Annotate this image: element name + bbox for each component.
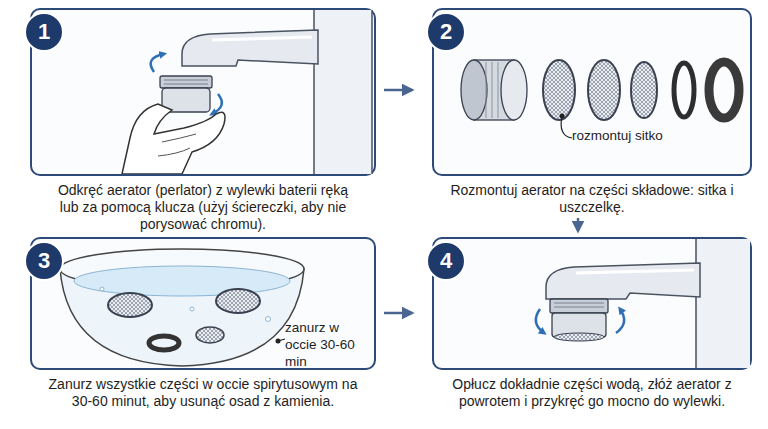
aerator-housing-part	[486, 62, 498, 118]
soaking-parts	[100, 287, 271, 350]
faucet-body-part	[314, 10, 372, 174]
faucet-body-part	[182, 30, 318, 66]
sieve-part	[543, 60, 575, 120]
rotation-arrow-part	[616, 309, 624, 333]
leader-line-part	[561, 116, 572, 138]
rotation-arrow	[536, 309, 624, 333]
reassemble-illustration	[434, 239, 750, 368]
step-panel: 2Rozmontuj aerator na części składowe: s…	[432, 8, 752, 216]
step-number: 2	[426, 12, 466, 52]
bowl-part	[74, 266, 290, 296]
soaking-parts-part	[190, 307, 194, 311]
aerator-housing-part	[461, 60, 487, 120]
faucet-body-part	[212, 37, 312, 40]
leader-line	[560, 114, 573, 139]
faucet-body	[546, 239, 750, 368]
gasket	[674, 62, 739, 118]
aerator-housing	[461, 60, 527, 120]
rotation-arrow-part	[536, 309, 544, 333]
step-caption: Odkręć aerator (perlator) z wylewki bate…	[53, 182, 353, 233]
flow-arrow	[384, 312, 412, 315]
step-caption: Rozmontuj aerator na części składowe: si…	[447, 182, 737, 216]
soaking-parts-part	[149, 336, 179, 350]
gasket-part	[674, 63, 694, 117]
hand-part	[158, 134, 196, 156]
soaking-parts-part	[100, 287, 104, 291]
rotation-arrow-part	[151, 54, 164, 72]
callout-label: rozmontuj sitko	[572, 127, 702, 144]
step-number: 1	[24, 12, 64, 52]
leader-line-part	[278, 339, 285, 341]
step-caption: Opłucz dokładnie części wodą, złóż aerat…	[432, 376, 752, 410]
sieve-part	[588, 60, 620, 120]
aerator-part	[554, 333, 604, 341]
rotation-arrow-part	[212, 94, 222, 114]
aerator-part	[550, 299, 608, 313]
aerator	[160, 76, 212, 112]
hand-part	[122, 104, 225, 174]
unscrew-illustration	[32, 10, 374, 174]
aerator-part	[554, 303, 604, 307]
panel-frame: 2	[432, 8, 752, 176]
bowl	[60, 249, 304, 366]
faucet-body-part	[696, 239, 750, 368]
callout-label: zanurz w occie 30-60 min	[285, 319, 371, 370]
gasket-part	[709, 62, 739, 118]
step-number: 3	[24, 241, 64, 281]
soaking-parts-part	[216, 289, 260, 313]
panel-frame: 1	[30, 8, 376, 176]
leader-line	[276, 339, 286, 344]
aerator	[550, 299, 608, 341]
faucet-body-part	[546, 263, 700, 299]
aerator-part	[160, 76, 212, 88]
soaking-parts-part	[196, 327, 224, 343]
parts-illustration	[434, 10, 750, 174]
hand	[122, 104, 225, 174]
panel-frame: 4	[432, 237, 752, 370]
sieve	[543, 60, 657, 120]
step-panel: 4Opłucz dokładnie części wodą, złóż aera…	[432, 237, 752, 410]
flow-arrow	[577, 218, 580, 231]
step-panel: 1Odkręć aerator (perlator) z wylewki bat…	[30, 8, 376, 233]
step-number: 4	[426, 241, 466, 281]
aerator-part	[164, 80, 208, 84]
sieve-part	[631, 62, 657, 118]
flow-arrow	[384, 89, 412, 92]
step-caption: Zanurz wszystkie części w occie spirytus…	[38, 376, 368, 410]
soaking-parts-part	[266, 317, 271, 322]
faucet-body-part	[576, 270, 694, 273]
aerator-housing-part	[501, 60, 527, 120]
soaking-parts-part	[108, 293, 152, 317]
